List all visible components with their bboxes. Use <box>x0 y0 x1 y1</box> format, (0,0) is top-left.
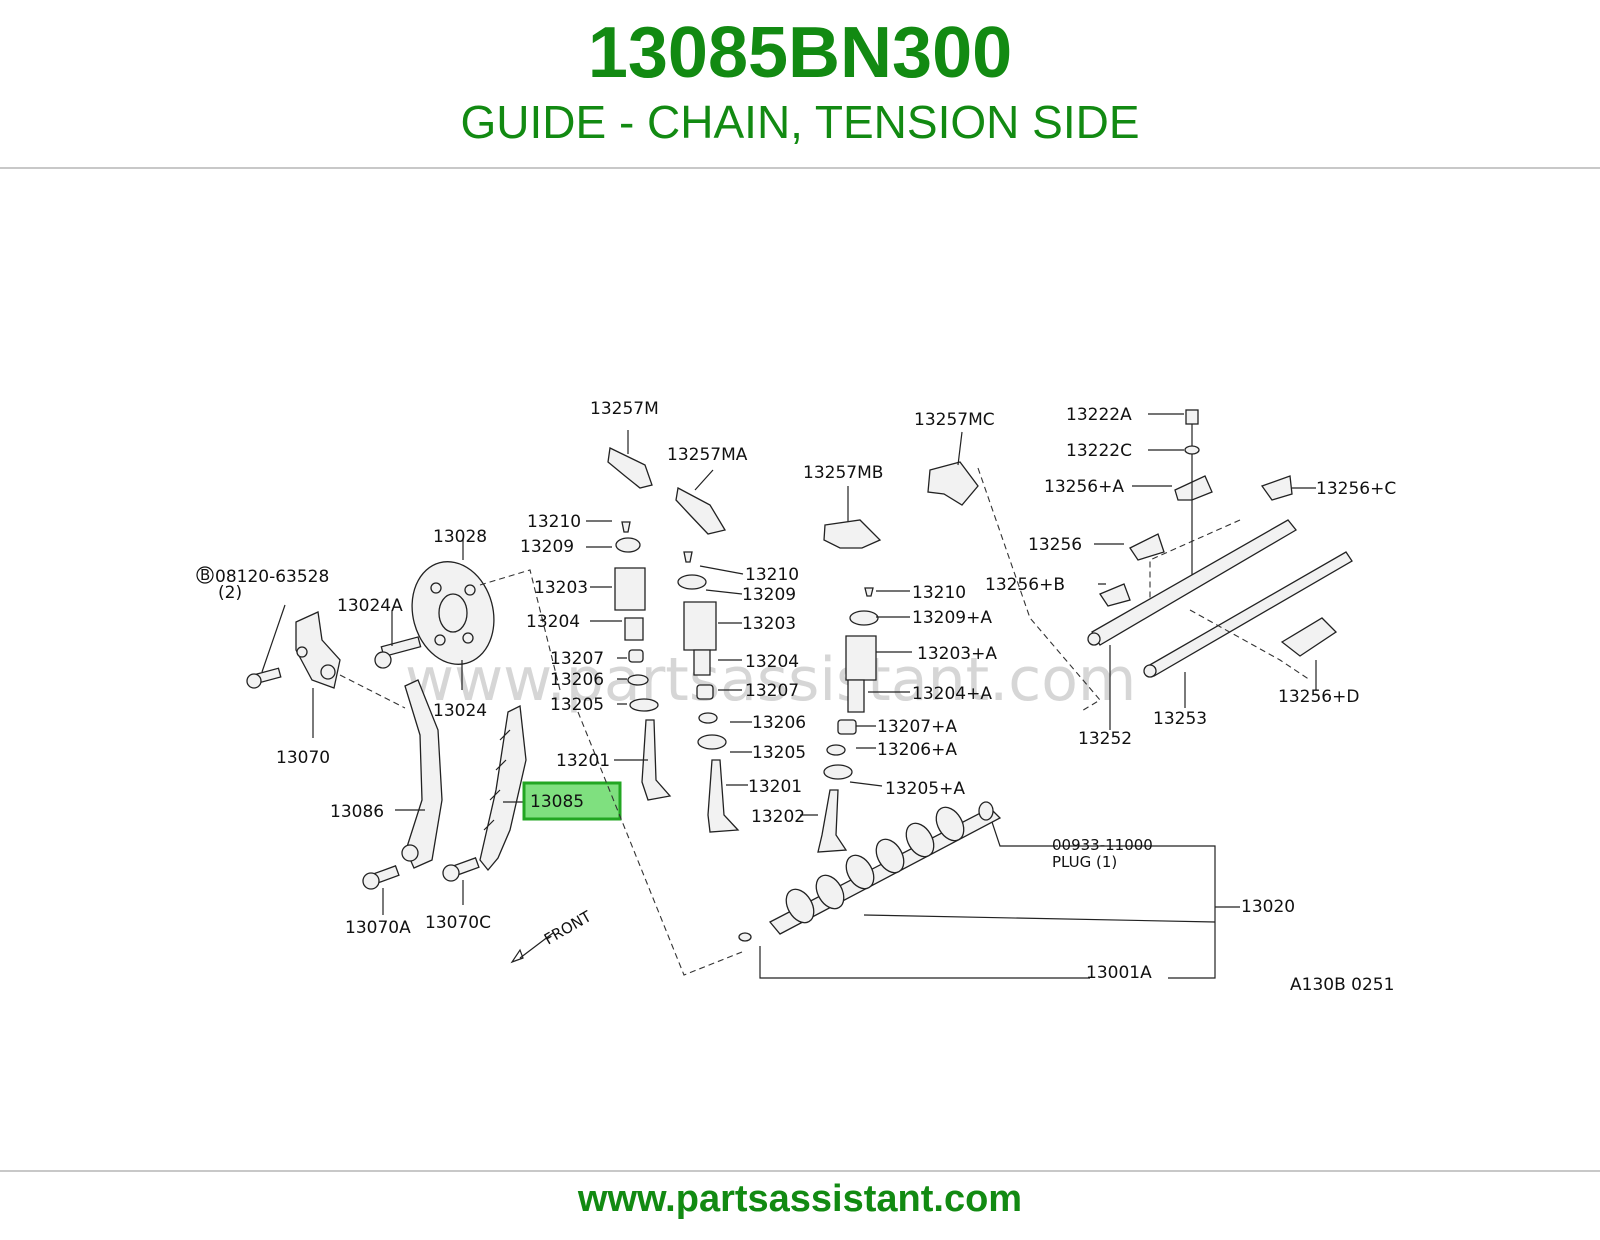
rocker-shaft-13253 <box>1143 551 1353 678</box>
shaft-brackets <box>1099 475 1338 657</box>
label-13257MA: 13257MA <box>667 445 748 465</box>
label-13001A: 13001A <box>1086 963 1152 983</box>
label-13207-a: 13207 <box>550 649 604 669</box>
label-13256-plus-C: 13256+C <box>1316 479 1396 499</box>
label-plug-text: PLUG (1) <box>1052 853 1117 871</box>
label-13204-a: 13204 <box>526 612 580 632</box>
label-13210-b: 13210 <box>745 565 799 585</box>
valve-stack-3 <box>817 587 879 853</box>
label-front: FRONT <box>541 907 595 949</box>
shaft-bolt <box>1184 409 1200 575</box>
label-13253: 13253 <box>1153 709 1207 729</box>
label-13201-b: 13201 <box>748 777 802 797</box>
label-13203-plus-A: 13203+A <box>917 644 997 664</box>
label-13206-plus-A: 13206+A <box>877 740 957 760</box>
bolt-circle-letter: B <box>200 566 210 584</box>
exploded-view-drawing: www.partsassistant.com <box>196 399 1396 995</box>
part-description: GUIDE - CHAIN, TENSION SIDE <box>460 96 1140 148</box>
bolt-13070C <box>442 857 480 882</box>
label-13024A: 13024A <box>337 596 403 616</box>
label-13252: 13252 <box>1078 729 1132 749</box>
parts-diagram: www.partsassistant.com <box>180 333 1420 1013</box>
label-13085-highlighted[interactable]: 13085 <box>530 792 584 812</box>
label-13222A: 13222A <box>1066 405 1132 425</box>
bolt-reference-marker: B <box>196 566 214 584</box>
chain-guide-slack-side <box>404 679 443 869</box>
label-plug-code: 00933-11000 <box>1052 836 1153 854</box>
label-13204-plus-A: 13204+A <box>912 684 992 704</box>
rocker-arm-13257MA <box>675 487 727 535</box>
valve-stack-1 <box>614 521 672 801</box>
footer-divider <box>0 1170 1600 1172</box>
label-13204-b: 13204 <box>745 652 799 672</box>
label-13257M: 13257M <box>590 399 659 419</box>
header-divider <box>0 167 1600 169</box>
rocker-shaft-13252 <box>1087 519 1297 646</box>
label-13028: 13028 <box>433 527 487 547</box>
label-13257MB: 13257MB <box>803 463 883 483</box>
label-13086: 13086 <box>330 802 384 822</box>
label-13020: 13020 <box>1241 897 1295 917</box>
label-bolt-08120-63528: 08120-63528 <box>215 567 329 587</box>
chain-guide-tension-side <box>479 705 527 872</box>
sprocket-bolt <box>374 636 422 669</box>
label-13205-a: 13205 <box>550 695 604 715</box>
label-13209-a: 13209 <box>520 537 574 557</box>
part-number-title: 13085BN300 <box>587 13 1013 93</box>
chain-tensioner-bracket <box>295 611 341 689</box>
label-13070A: 13070A <box>345 918 411 938</box>
label-13202: 13202 <box>751 807 805 827</box>
label-13209-plus-A: 13209+A <box>912 608 992 628</box>
diagram-reference-code: A130B 0251 <box>1290 975 1394 995</box>
label-13070C: 13070C <box>425 913 491 933</box>
label-13203-a: 13203 <box>534 578 588 598</box>
label-13203-b: 13203 <box>742 614 796 634</box>
label-13256-plus-D: 13256+D <box>1278 687 1359 707</box>
footer-url[interactable]: www.partsassistant.com <box>577 1178 1023 1220</box>
label-13210-a: 13210 <box>527 512 581 532</box>
label-13207-b: 13207 <box>745 681 799 701</box>
label-13024: 13024 <box>433 701 487 721</box>
label-13209-b: 13209 <box>742 585 796 605</box>
rocker-arm-13257MC <box>927 461 979 506</box>
rocker-arm-13257MB <box>823 519 882 549</box>
label-13222C: 13222C <box>1066 441 1132 461</box>
label-13070: 13070 <box>276 748 330 768</box>
camshaft <box>738 801 1002 942</box>
label-13210-c: 13210 <box>912 583 966 603</box>
cam-sprocket <box>411 561 495 665</box>
label-13207-plus-A: 13207+A <box>877 717 957 737</box>
label-13256: 13256 <box>1028 535 1082 555</box>
label-13205-plus-A: 13205+A <box>885 779 965 799</box>
label-13206-a: 13206 <box>550 670 604 690</box>
label-13256-plus-B: 13256+B <box>985 575 1065 595</box>
highlighted-part-box[interactable] <box>522 781 622 821</box>
label-13205-b: 13205 <box>752 743 806 763</box>
label-bolt-qty: (2) <box>218 583 242 603</box>
label-13206-b: 13206 <box>752 713 806 733</box>
front-arrow-icon <box>510 932 554 964</box>
bolt-08120 <box>246 667 282 689</box>
label-13201-a: 13201 <box>556 751 610 771</box>
watermark: www.partsassistant.com <box>405 645 1136 715</box>
valve-stack-2 <box>677 551 740 833</box>
label-13257MC: 13257MC <box>914 410 995 430</box>
rocker-arm-13257M <box>607 447 653 489</box>
bolt-13070A <box>362 865 400 890</box>
label-13256-plus-A: 13256+A <box>1044 477 1124 497</box>
